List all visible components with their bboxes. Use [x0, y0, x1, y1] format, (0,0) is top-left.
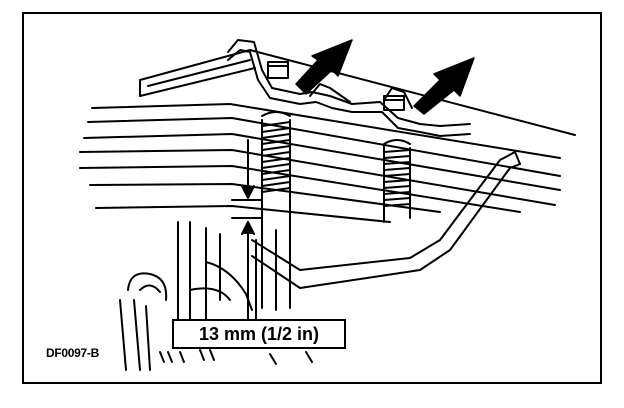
bolt-heads: [267, 61, 405, 111]
lower-bracket: [119, 221, 253, 371]
floor-panel: [139, 49, 576, 136]
u-bolt-left: [261, 111, 291, 311]
leaf-spring-stack: [79, 103, 561, 223]
axle-rail: [251, 151, 521, 289]
spring-plate: [227, 39, 471, 137]
arrow-callout-icon: [295, 39, 475, 115]
dimension-label: 13 mm (1/2 in): [172, 319, 346, 349]
figure-id: DF0097-B: [46, 346, 99, 360]
figure-border: [22, 12, 602, 384]
dimension-indicator: [231, 139, 263, 321]
hatch-marks: [159, 349, 313, 365]
u-bolt-right: [383, 139, 411, 223]
